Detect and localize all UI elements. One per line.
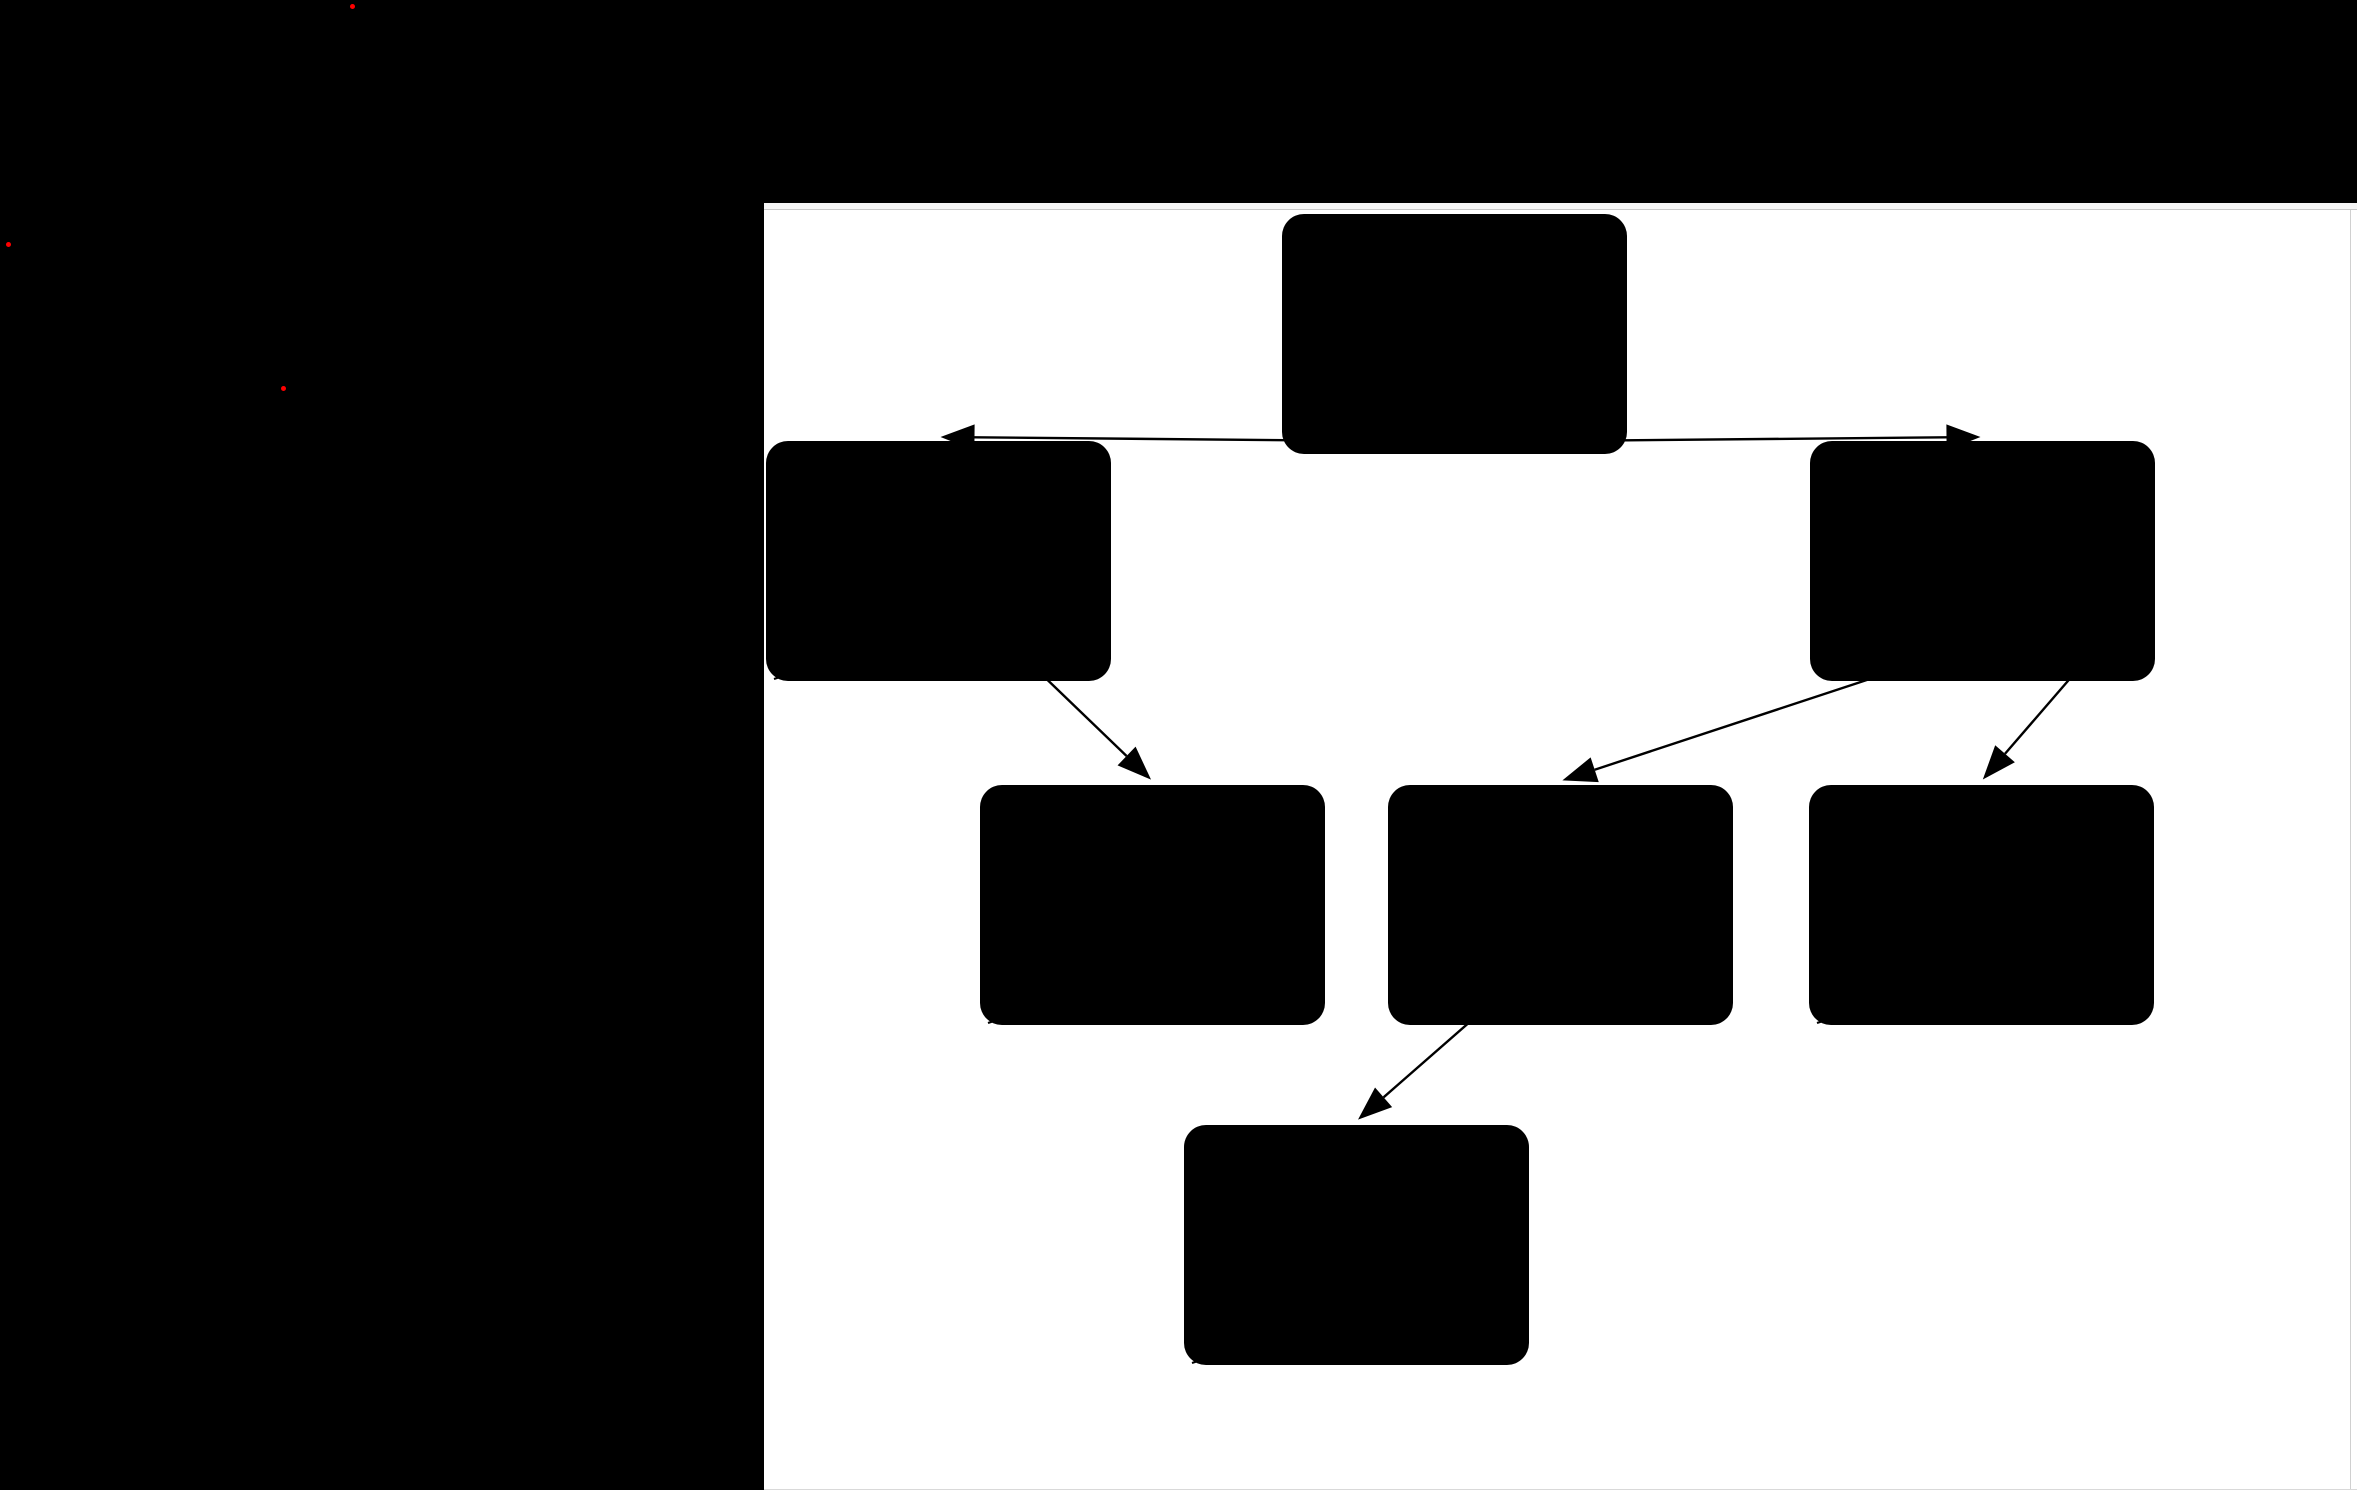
node-color-label: color: [1841,889,1934,934]
node-right-pointer-cell[interactable] [1357,1307,1530,1365]
tree-node-root[interactable]: value: color: [1282,214,1627,454]
node-value-label: value: [1216,1155,1314,1200]
null-pointer-slash-right [1985,967,2147,1025]
node-right-pointer-cell[interactable] [1153,967,1326,1025]
edge-line [1034,667,1128,757]
tree-node-right-left[interactable]: value: color: [1388,785,1733,1025]
node-outline [1184,1125,1529,1365]
node-left-pointer-cell[interactable] [980,967,1153,1025]
node-color-label: color: [1012,889,1105,934]
node-right-pointer-cell[interactable] [1983,623,2156,681]
edge-left-right [1034,667,1152,780]
node-left-pointer-cell[interactable] [1282,396,1455,454]
edge-rl-left [1358,1011,1482,1120]
nodes-layer: value:color:value:color:value:color:valu… [766,214,2155,1365]
diagram-viewer-panel[interactable]: value:color:value:color:value:color:valu… [764,203,2357,1490]
node-outline [1809,785,2154,1025]
tree-node-left-right[interactable]: value: color: [980,785,1325,1025]
node-right-pointer-cell[interactable] [1561,967,1734,1025]
node-outline [766,441,1111,681]
node-color-label: color: [1216,1229,1309,1274]
panel-header-strip [764,203,2357,210]
node-left-pointer-cell[interactable] [766,623,939,681]
node-outline [980,785,1325,1025]
edge-arrow-head [1562,757,1599,783]
node-right-pointer-cell[interactable] [1455,396,1628,454]
edge-arrow-head [1982,745,2015,780]
red-marker-3 [281,386,286,391]
null-pointer-slash-left [1191,1307,1355,1365]
edge-arrow-head [1358,1087,1393,1120]
red-marker-1 [350,4,355,9]
node-left-pointer-cell[interactable] [1810,623,1983,681]
node-value-label: value: [1314,244,1412,289]
tree-node-left[interactable]: value: color: [766,441,1111,681]
node-value-label: value: [1841,815,1939,860]
node-color-label: color: [798,545,891,590]
null-pointer-slash-left [773,623,937,681]
node-value-label: value: [1420,815,1518,860]
node-outline [1282,214,1627,454]
edge-right-right [1982,667,2081,780]
tree-node-right[interactable]: value: color: [1810,441,2155,681]
node-left-pointer-cell[interactable] [1809,967,1982,1025]
node-outline [1388,785,1733,1025]
node-color-label: color: [1842,545,1935,590]
red-marker-2 [6,242,11,247]
binary-tree-diagram: value:color:value:color:value:color:valu… [766,214,2155,1365]
edge-line [1382,1011,1482,1099]
node-color-label: color: [1314,318,1407,363]
null-pointer-slash-right [1564,967,1726,1025]
node-value-label: value: [798,471,896,516]
tree-node-right-right[interactable]: value: color: [1809,785,2154,1025]
tree-node-right-left-left[interactable]: value: color: [1184,1125,1529,1365]
node-left-pointer-cell[interactable] [1184,1307,1357,1365]
node-right-pointer-cell[interactable] [1982,967,2155,1025]
node-left-pointer-cell[interactable] [1388,967,1561,1025]
left-black-canvas [0,0,764,1490]
node-outline [1810,441,2155,681]
node-value-label: value: [1842,471,1940,516]
edge-right-left [1562,666,1904,783]
node-value-label: value: [1012,815,1110,860]
null-pointer-slash-left [1816,967,1980,1025]
null-pointer-slash-left [987,967,1151,1025]
node-color-label: color: [1420,889,1513,934]
edge-line [1594,666,1904,771]
node-right-pointer-cell[interactable] [939,623,1112,681]
null-pointer-slash-right [1360,1307,1522,1365]
null-pointer-slash-right [1156,967,1318,1025]
edge-arrow-head [1117,746,1152,780]
panel-right-border [2350,210,2351,1490]
edge-line [2004,667,2081,755]
